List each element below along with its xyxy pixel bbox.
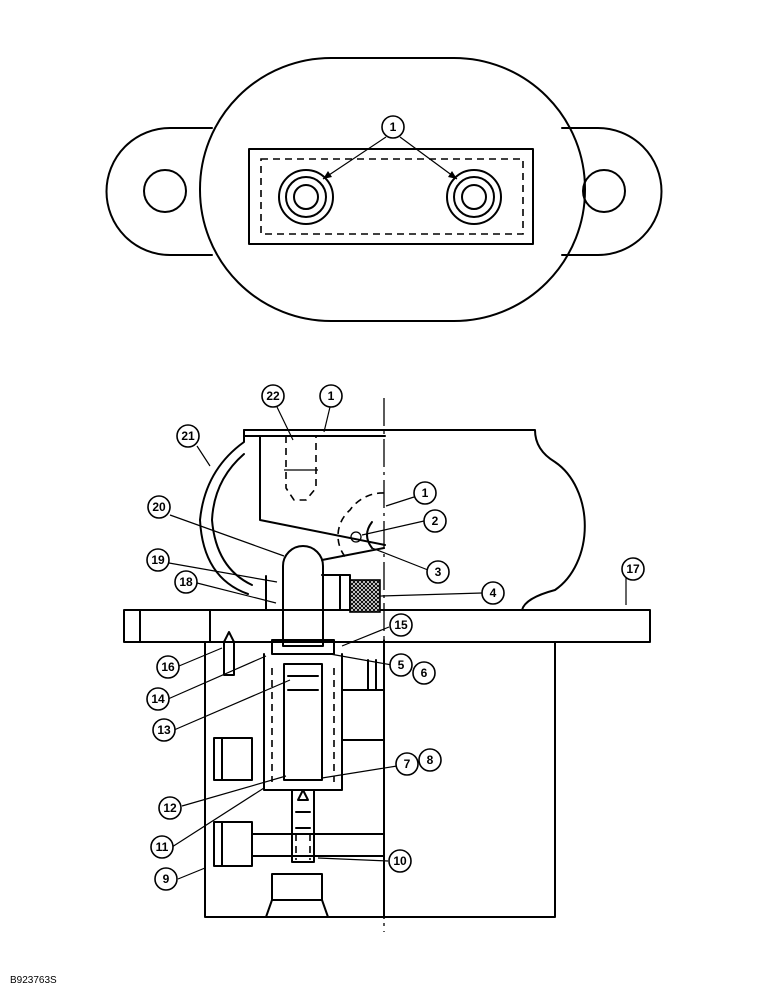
- port-left: [278, 169, 334, 225]
- plug: [285, 436, 317, 501]
- callout-19: 19: [146, 548, 170, 572]
- svg-text:15: 15: [394, 618, 408, 632]
- svg-text:5: 5: [398, 658, 405, 672]
- svg-text:21: 21: [181, 429, 195, 443]
- callout-4: 4: [481, 581, 505, 605]
- plunger-head: [282, 545, 324, 647]
- right-mounting-lug: [561, 127, 663, 256]
- housing-exterior-lower: [204, 641, 556, 918]
- callout-22: 22: [261, 384, 285, 408]
- svg-text:13: 13: [157, 723, 171, 737]
- svg-text:3: 3: [435, 565, 442, 579]
- upper-block: [243, 429, 386, 546]
- callout-13: 13: [152, 718, 176, 742]
- callout-15: 15: [389, 613, 413, 637]
- svg-text:16: 16: [161, 660, 175, 674]
- spring-chamber: [263, 653, 343, 791]
- seal-block: [349, 579, 381, 613]
- figure-code: B923763S: [10, 975, 57, 986]
- callout-1b: 1: [319, 384, 343, 408]
- svg-text:10: 10: [393, 854, 407, 868]
- callout-10: 10: [388, 849, 412, 873]
- lower-spool: [291, 789, 315, 863]
- callout-8: 8: [418, 748, 442, 772]
- svg-text:19: 19: [151, 553, 165, 567]
- dome-cover: [199, 429, 249, 595]
- svg-text:22: 22: [266, 389, 280, 403]
- section-view: [123, 398, 651, 932]
- callout-11: 11: [150, 835, 174, 859]
- svg-text:12: 12: [163, 801, 177, 815]
- callouts: 22 1 21 1 2 3 4 17 20 19 18 15 5 6 16 14…: [146, 384, 645, 891]
- svg-text:1: 1: [422, 486, 429, 500]
- svg-text:20: 20: [152, 500, 166, 514]
- flange-plate: [123, 609, 651, 643]
- svg-text:7: 7: [404, 757, 411, 771]
- callout-6: 6: [412, 661, 436, 685]
- svg-text:18: 18: [179, 575, 193, 589]
- svg-text:9: 9: [163, 872, 170, 886]
- svg-text:2: 2: [432, 514, 439, 528]
- svg-text:11: 11: [156, 840, 169, 854]
- callout-1: 1: [413, 481, 437, 505]
- callout-12: 12: [158, 796, 182, 820]
- top-view: 1: [105, 57, 663, 322]
- callout-21: 21: [176, 424, 200, 448]
- callout-9: 9: [154, 867, 178, 891]
- svg-text:1: 1: [390, 120, 397, 134]
- svg-text:8: 8: [427, 753, 434, 767]
- lower-port-1: [213, 737, 253, 781]
- svg-text:4: 4: [490, 586, 497, 600]
- leader-lines: [167, 406, 627, 880]
- housing-exterior-upper: [384, 429, 586, 611]
- left-lug-hole: [143, 169, 187, 213]
- left-mounting-lug: [105, 127, 213, 256]
- dowel-pin: [223, 631, 235, 676]
- callout-3: 3: [426, 560, 450, 584]
- callout-20: 20: [147, 495, 171, 519]
- callout-top-1: 1: [381, 115, 405, 139]
- valve-body-outline: [199, 57, 586, 322]
- pin: [350, 531, 362, 543]
- lower-port-2: [213, 821, 253, 867]
- callout-18: 18: [174, 570, 198, 594]
- callout-7: 7: [395, 752, 419, 776]
- port-right: [446, 169, 502, 225]
- svg-text:6: 6: [421, 666, 428, 680]
- callout-2: 2: [423, 509, 447, 533]
- spool-stem: [283, 663, 323, 781]
- callout-14: 14: [146, 687, 170, 711]
- svg-text:14: 14: [151, 692, 165, 706]
- callout-5: 5: [389, 653, 413, 677]
- callout-17: 17: [621, 557, 645, 581]
- svg-text:1: 1: [328, 389, 335, 403]
- cam-arc: [337, 492, 385, 561]
- gasket-outline: [260, 158, 524, 235]
- svg-text:17: 17: [626, 562, 640, 576]
- bottom-plug: [265, 873, 329, 918]
- callout-16: 16: [156, 655, 180, 679]
- mounting-plate: [248, 148, 534, 245]
- right-lug-hole: [582, 169, 626, 213]
